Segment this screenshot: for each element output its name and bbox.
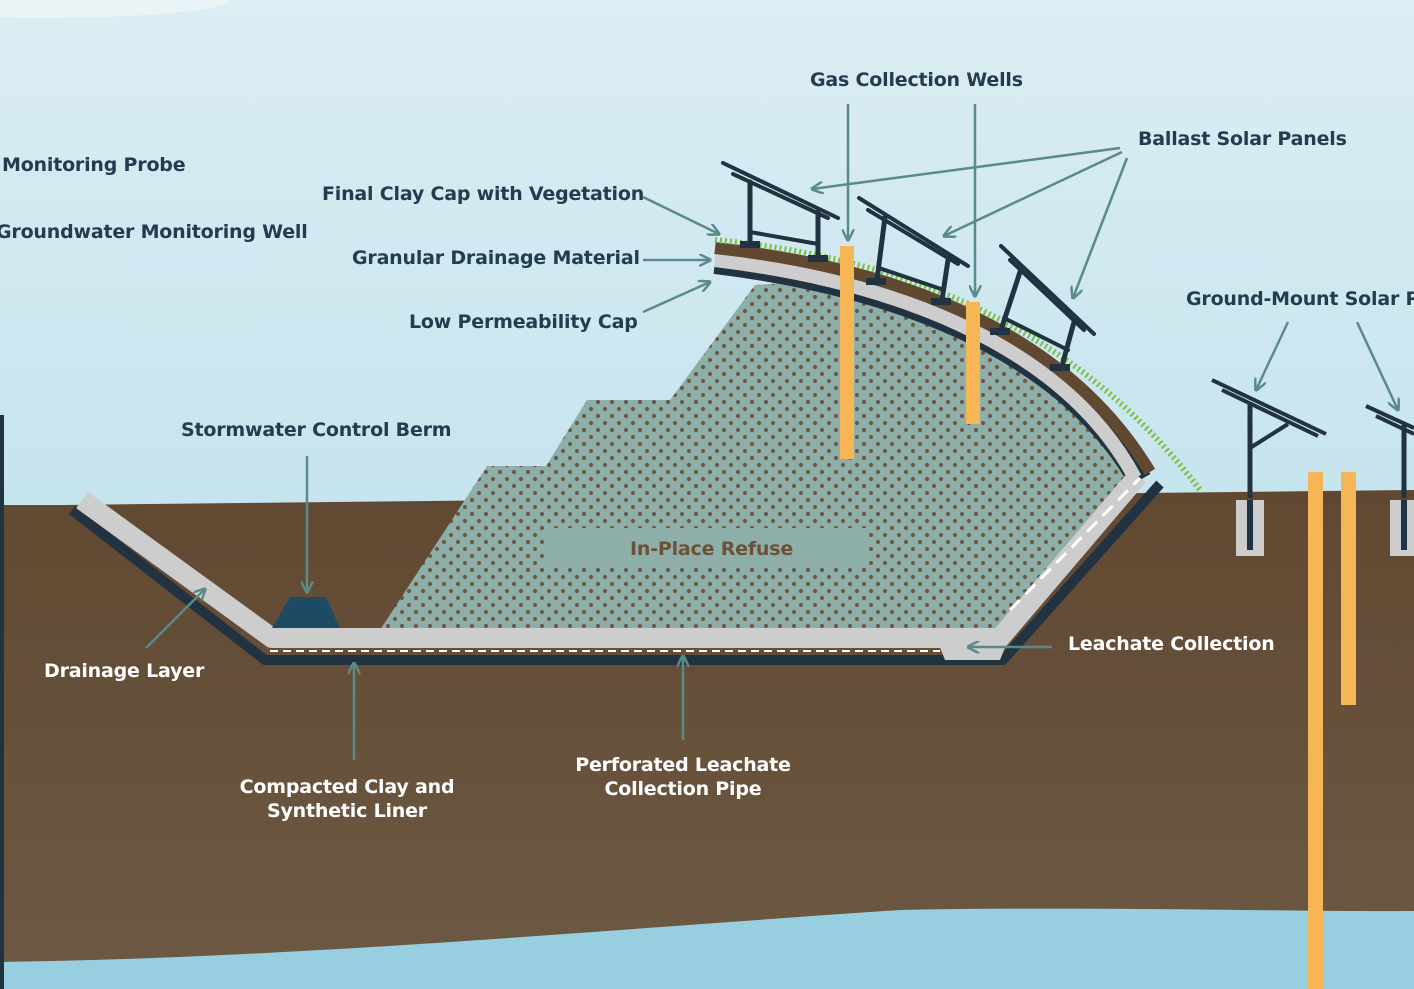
label-compacted-clay-liner: Compacted Clay and Synthetic Liner: [232, 775, 462, 823]
gas-well-1: [840, 246, 854, 459]
leader-arrows: [145, 104, 1398, 760]
refuse-label-box: [545, 528, 867, 568]
label-monitoring-probe: Monitoring Probe: [2, 154, 186, 176]
cloud: [0, 0, 230, 18]
label-liner-line-1: Compacted Clay and: [239, 776, 455, 798]
leachate-pipe-line: [1008, 476, 1142, 612]
label-stormwater-berm: Stormwater Control Berm: [181, 419, 452, 441]
soil-ground: [0, 490, 1414, 989]
granular-drainage-layer: [714, 242, 1156, 476]
label-pipe-line-1: Perforated Leachate: [575, 754, 791, 776]
label-ballast-solar-panels: Ballast Solar Panels: [1138, 128, 1347, 150]
label-liner-line-2: Synthetic Liner: [267, 800, 427, 822]
ground-mount-solar-1: [1211, 378, 1327, 556]
liner-dark: [68, 480, 1164, 665]
liner-gray: [76, 469, 1146, 648]
monitoring-well-long: [1308, 472, 1323, 989]
ballast-solar-panel-2: [857, 196, 970, 305]
vegetation-layer: [714, 237, 1203, 492]
label-final-clay-cap: Final Clay Cap with Vegetation: [322, 183, 645, 205]
monitoring-well-short: [1341, 472, 1356, 705]
label-in-place-refuse: In-Place Refuse: [630, 538, 794, 560]
label-perforated-pipe: Perforated Leachate Collection Pipe: [568, 753, 798, 801]
label-granular-drainage: Granular Drainage Material: [352, 247, 640, 269]
ground-mount-solar-2: [1365, 404, 1414, 556]
label-low-permeability-cap: Low Permeability Cap: [409, 311, 638, 333]
groundwater: [0, 908, 1414, 989]
stormwater-berm: [272, 597, 340, 628]
gas-well-2: [966, 302, 980, 424]
ballast-solar-panel-3: [990, 244, 1096, 371]
label-ground-mount-solar: Ground-Mount Solar Pa: [1186, 288, 1414, 310]
label-leachate-collection: Leachate Collection: [1068, 633, 1275, 655]
label-drainage-layer: Drainage Layer: [44, 660, 205, 682]
cap-gray-layer: [714, 253, 1142, 482]
monitoring-probe-pole: [0, 415, 4, 989]
ballast-solar-panel-1: [721, 161, 840, 262]
label-groundwater-monitoring-well: Groundwater Monitoring Well: [0, 221, 308, 243]
label-pipe-line-2: Collection Pipe: [604, 778, 762, 800]
label-gas-collection-wells: Gas Collection Wells: [810, 69, 1023, 91]
